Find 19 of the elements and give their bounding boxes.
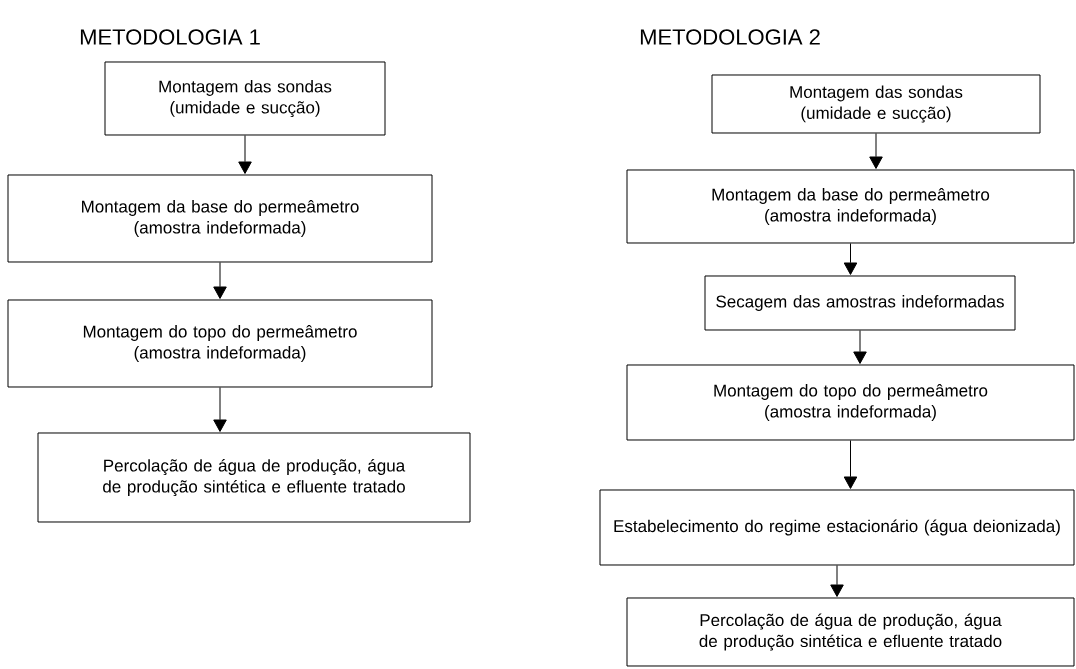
process-box: Montagem da base do permeâmetro (amostra indeformada) bbox=[7, 174, 433, 263]
arrow bbox=[869, 133, 883, 169]
heading: METODOLOGIA 2 bbox=[640, 29, 820, 45]
arrow bbox=[213, 262, 227, 299]
process-box: Montagem do topo do permeâmetro (amostra indeformada) bbox=[626, 364, 1075, 441]
process-box: Montagem das sondas (umidade e sucção) bbox=[711, 74, 1041, 134]
arrow bbox=[830, 565, 844, 597]
arrow bbox=[213, 387, 227, 432]
process-box: Estabelecimento do regime estacionário (água deionizada) bbox=[599, 489, 1075, 566]
arrow bbox=[843, 243, 858, 275]
process-box: Secagem das amostras indeformadas bbox=[704, 275, 1016, 331]
arrow bbox=[843, 440, 858, 489]
arrow bbox=[238, 135, 252, 174]
process-box: Montagem da base do permeâmetro (amostra indeformada) bbox=[626, 169, 1075, 244]
process-box: Montagem do topo do permeâmetro (amostra indeformada) bbox=[7, 299, 433, 388]
process-box: Percolação de água de produção, água de produção sintética e efluente tratado bbox=[37, 432, 471, 523]
process-box: Montagem das sondas (umidade e sucção) bbox=[104, 61, 386, 136]
process-box: Percolação de água de produção, água de produção sintética e efluente tratado bbox=[626, 597, 1075, 667]
arrow bbox=[853, 330, 867, 364]
